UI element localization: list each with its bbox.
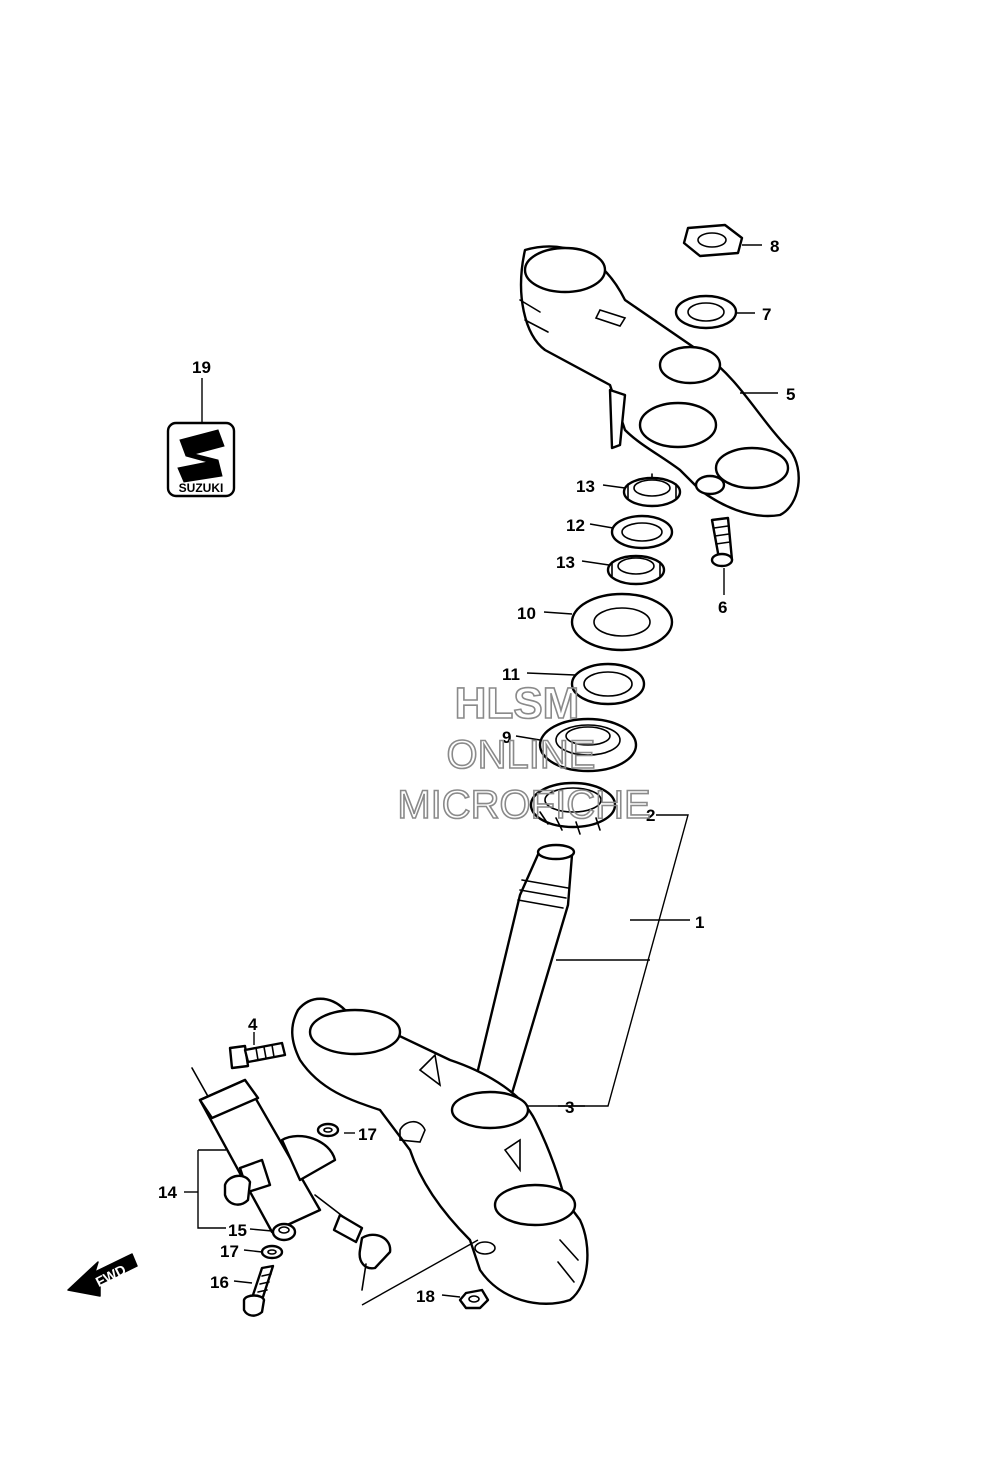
callout-3: 3 [565,1098,574,1117]
callout-5: 5 [786,385,795,404]
suzuki-emblem[interactable]: SUZUKI [166,421,236,498]
forward-direction-arrow-icon: FWD [67,1253,138,1297]
bolt-4[interactable] [228,1041,287,1070]
suzuki-s-logo-icon [177,429,225,483]
callout-18: 18 [416,1287,435,1306]
callout-10: 10 [517,604,536,623]
emblem-text: SUZUKI [179,481,224,495]
watermark-line-1: HLSM [455,679,580,728]
dust-seal[interactable] [570,592,674,652]
leader-lines [184,244,778,1306]
callout-7: 7 [762,305,771,324]
callout-numbers: 1 2 3 4 5 6 7 8 9 10 11 12 13 13 14 15 1… [158,237,795,1306]
nut-15[interactable] [271,1222,297,1242]
watermark-line-2: ONLINE [447,733,596,777]
callout-11: 11 [502,665,520,684]
steering-stem-lower-bracket[interactable] [291,843,589,1305]
watermark: HLSM ONLINE MICROFICHE [397,678,652,828]
washer-17-upper[interactable] [316,1122,340,1138]
steering-stem-nut[interactable] [682,223,744,258]
callout-6: 6 [718,598,727,617]
callout-13-upper: 13 [576,477,595,496]
washer[interactable] [674,294,738,330]
callout-1: 1 [695,913,704,932]
lower-bearing[interactable] [529,781,617,835]
steering-stem-lock-nut-upper[interactable] [622,473,682,508]
upper-bearing[interactable] [538,717,638,773]
callout-17-upper: 17 [358,1125,377,1144]
callout-19: 19 [192,358,211,377]
callout-2: 2 [646,806,655,825]
nut-18[interactable] [458,1288,490,1310]
callout-17-lower: 17 [220,1242,239,1261]
seal-washer[interactable] [570,662,646,706]
bolt-16[interactable] [242,1264,275,1317]
callout-16: 16 [210,1273,229,1292]
fwd-label: FWD [93,1261,129,1290]
callout-8: 8 [770,237,779,256]
callout-13-lower: 13 [556,553,575,572]
steering-damper[interactable] [191,1067,392,1291]
callout-4: 4 [248,1015,258,1034]
upper-bracket[interactable] [519,245,800,518]
bolt-6[interactable] [710,516,734,568]
lock-washer[interactable] [610,514,674,550]
callout-12: 12 [566,516,585,535]
steering-stem-lock-nut-lower[interactable] [606,554,666,586]
callout-15: 15 [228,1221,247,1240]
callout-9: 9 [502,728,511,747]
callout-14: 14 [158,1183,177,1202]
watermark-line-3: MICROFICHE [397,783,650,827]
washer-17-lower[interactable] [260,1244,284,1260]
